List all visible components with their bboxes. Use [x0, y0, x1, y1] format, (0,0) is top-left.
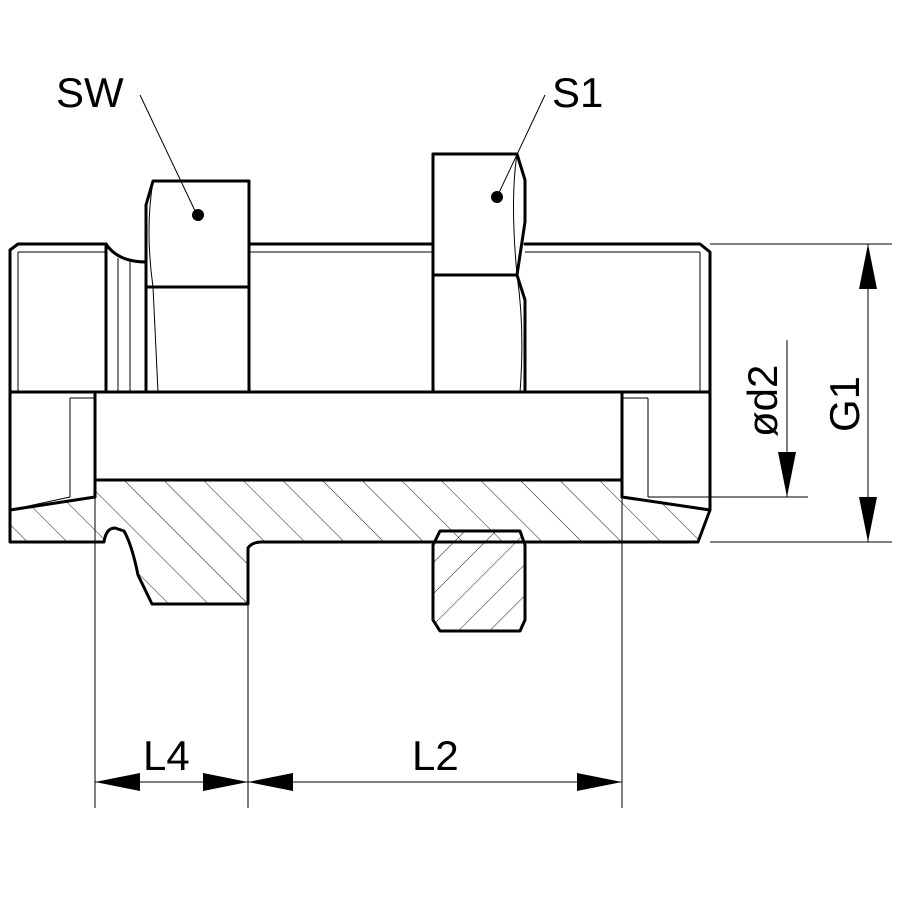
label-l4: L4: [143, 732, 190, 779]
label-sw: SW: [56, 69, 124, 116]
dimension-l2: [248, 773, 622, 791]
body-outline: [8, 152, 712, 394]
label-d2: ød2: [739, 365, 786, 437]
dimension-l4: [95, 773, 248, 791]
label-s1: S1: [552, 69, 603, 116]
label-g1: G1: [821, 376, 868, 432]
sw-leader: [139, 94, 204, 221]
s1-leader: [491, 94, 546, 203]
nut-section-hatched: [431, 529, 527, 633]
extension-lines: [94, 243, 892, 808]
section-outline: [8, 390, 712, 606]
label-l2: L2: [412, 732, 459, 779]
dimension-d2: [778, 340, 796, 497]
dimension-g1: [859, 244, 877, 542]
